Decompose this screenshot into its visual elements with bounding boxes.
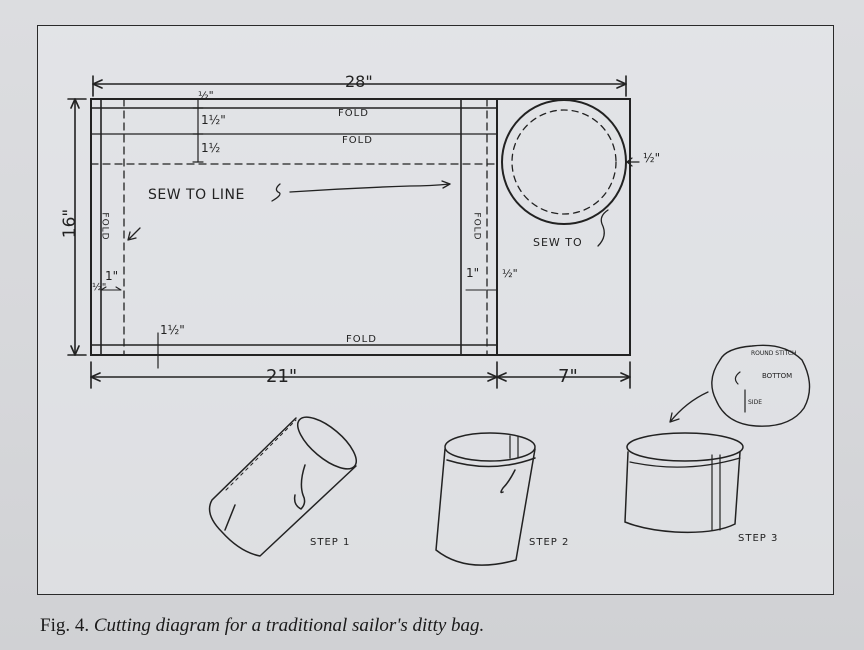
label-fold-left: FOLD (99, 212, 110, 241)
label-height: 16" (60, 208, 81, 239)
label-step-3: STEP 3 (738, 533, 779, 544)
dimension-bottom (90, 361, 631, 389)
dimension-28 (92, 75, 627, 97)
label-fold-top-2: FOLD (342, 135, 373, 146)
label-sew-to-line: SEW TO LINE (148, 187, 245, 203)
figure-caption: Fig. 4. Cutting diagram for a traditiona… (40, 615, 484, 637)
caption-prefix: Fig. 4. (40, 615, 90, 636)
step-2-illustration (435, 432, 536, 566)
step-1-illustration (208, 416, 357, 557)
dimension-16 (67, 98, 87, 356)
label-width-total: 28" (345, 72, 373, 91)
label-fold-right: FOLD (471, 212, 482, 241)
label-seam-left: 1" (105, 269, 119, 283)
label-bottom: BOTTOM (762, 372, 793, 380)
label-round-stitch: ROUND STITCH (751, 350, 797, 357)
label-seam-right: 1" (466, 266, 480, 280)
label-fold-bottom: FOLD (346, 334, 377, 345)
label-fold-2: 1½ (201, 141, 221, 155)
label-fold-1: 1½" (201, 113, 226, 127)
step-3-illustration (624, 344, 811, 534)
label-step-1: STEP 1 (310, 537, 351, 548)
bottom-circle (501, 99, 627, 225)
label-bottom-hem: 1½" (160, 323, 185, 337)
figure-frame (37, 25, 834, 595)
label-width-circle: 7" (558, 366, 578, 387)
caption-text: Cutting diagram for a traditional sailor… (93, 615, 485, 636)
label-circle-seam: ½" (643, 151, 661, 165)
label-width-body: 21" (266, 366, 298, 387)
label-seam-left-small: ½" (92, 282, 107, 293)
label-fold-top-1: FOLD (338, 108, 369, 119)
label-side: SIDE (748, 399, 762, 406)
label-hem-top: ½" (198, 89, 214, 102)
label-seam-right-small: ½" (502, 267, 518, 280)
label-step-2: STEP 2 (529, 537, 570, 548)
bag-body-panel (90, 98, 498, 356)
label-sew-to: SEW TO (533, 236, 583, 249)
bottom-panel (496, 98, 631, 356)
